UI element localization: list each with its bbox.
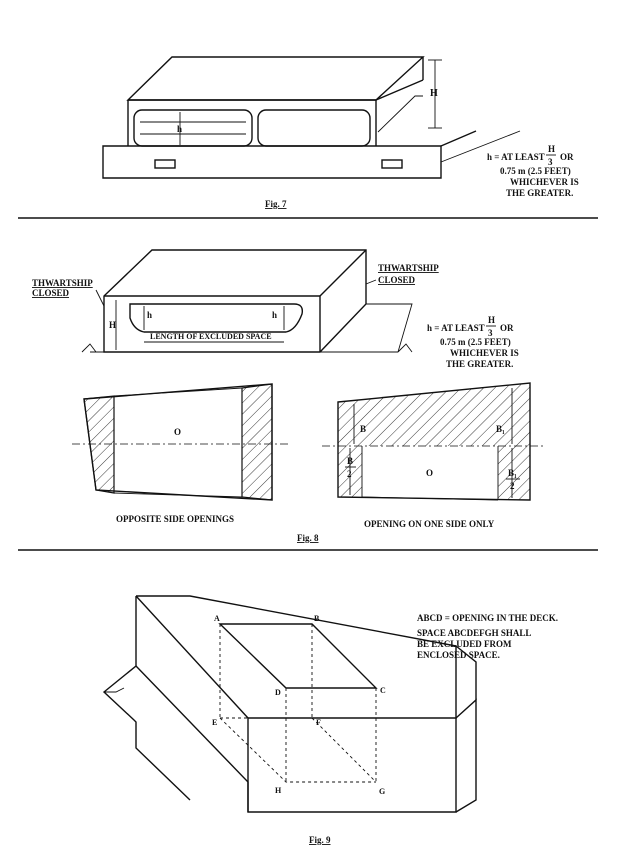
fig9-opening-ABCD: [218, 623, 378, 689]
fig8-note-line2: 0.75 m (2.5 FEET): [440, 337, 511, 347]
fig9-note-line4: ENCLOSED SPACE.: [417, 650, 500, 660]
fig8-right-hatch-right: [498, 446, 530, 500]
fig9-pt-B: B: [314, 614, 320, 623]
fig8-left-plan-outline: [83, 383, 273, 501]
fig8-note-line1-end: OR: [500, 323, 514, 333]
fig9-caption: Fig. 9: [309, 835, 331, 845]
fig8-note-frac-den: 3: [488, 328, 493, 338]
fig9-note-line1: ABCD = OPENING IN THE DECK.: [417, 613, 558, 623]
fig9-note-line2: SPACE ABCDEFGH SHALL: [417, 628, 531, 638]
fig8-left-plan: [72, 383, 288, 501]
fig8-H-label: H: [109, 320, 116, 330]
fig8-deck: [90, 303, 413, 353]
fig7-deck: [102, 145, 442, 179]
fig7-note-line3: WHICHEVER IS: [510, 177, 579, 187]
fig7-side-opening: [377, 95, 423, 133]
fig7-note-line1-end: OR: [560, 152, 574, 162]
fig8-h-left-label: h: [147, 310, 152, 320]
fig7-scupper-right: [381, 159, 403, 169]
fig7-scupper-left: [154, 159, 176, 169]
fig8-left-hatch-left: [83, 395, 115, 494]
fig8-thwart-right-1: THWARTSHIP: [378, 263, 439, 273]
fig9-pt-F: F: [316, 718, 321, 727]
fig7-h-label: h: [177, 124, 182, 134]
fig7-drawing: [102, 56, 521, 179]
fig9-front-face: [247, 718, 457, 813]
fig9-left-wall: [102, 596, 191, 801]
fig8-left-O: O: [174, 427, 181, 437]
fig9-drawing: [102, 595, 477, 813]
fig8-right-frac-B-den: 2: [347, 469, 352, 479]
fig7-H-label: H: [430, 88, 438, 99]
fig8-thwart-right-2: CLOSED: [378, 275, 416, 285]
fig9-right-face: [455, 698, 477, 813]
fig8-right-caption: OPENING ON ONE SIDE ONLY: [364, 519, 495, 529]
fig7-caption: Fig. 7: [265, 199, 287, 209]
fig7-note-line4: THE GREATER.: [506, 188, 573, 198]
fig8-left-hatch-right: [241, 383, 273, 501]
fig9-deck-top: [136, 595, 457, 719]
fig7-roof-top: [126, 56, 425, 101]
fig7-note-frac-den: 3: [548, 157, 553, 167]
fig9-pt-G: G: [379, 787, 385, 796]
fig8-elevation: [81, 249, 413, 353]
fig8-note-frac-num: H: [488, 315, 495, 325]
fig8-note-line1: h = AT LEAST: [427, 323, 485, 333]
fig7-deck-edge: [440, 130, 477, 147]
fig8-right-frac-B-num: B: [347, 456, 353, 466]
fig9-dashed-verticals: [219, 624, 377, 782]
fig8-thwart-left-1: THWARTSHIP: [32, 278, 93, 288]
fig8-right-frac-B1-den: 2: [510, 481, 515, 491]
fig8-right-O: O: [426, 468, 433, 478]
fig9-pt-C: C: [380, 686, 386, 695]
fig8-note-line4: THE GREATER.: [446, 359, 513, 369]
fig8-right-hatch-top: [338, 383, 530, 446]
fig8-h-right-label: h: [272, 310, 277, 320]
fig7-opening-left: [133, 109, 253, 147]
fig8-right-B1: B₁: [496, 424, 505, 434]
fig7-roof-side: [375, 79, 424, 101]
fig7-opening-right: [257, 109, 371, 147]
fig9-pt-A: A: [214, 614, 220, 623]
fig7-note-line2: 0.75 m (2.5 FEET): [500, 166, 571, 176]
fig8-caption: Fig. 8: [297, 533, 319, 543]
fig8-note-line3: WHICHEVER IS: [450, 348, 519, 358]
fig8-right-frac-B1-num: B₁: [508, 468, 517, 478]
fig8-thwart-left-2: CLOSED: [32, 288, 70, 298]
fig7-note-line1: h = AT LEAST: [487, 152, 545, 162]
fig8-excluded-label: LENGTH OF EXCLUDED SPACE: [150, 332, 272, 341]
fig9-note-line3: BE EXCLUDED FROM: [417, 639, 512, 649]
fig9-pt-D: D: [275, 688, 281, 697]
fig8-right-B: B: [360, 424, 366, 434]
fig9-pt-E: E: [212, 718, 217, 727]
fig7-deck-extension: [440, 130, 521, 163]
fig8-right-plan: [322, 382, 544, 501]
fig8-left-caption: OPPOSITE SIDE OPENINGS: [116, 514, 234, 524]
fig9-pt-H: H: [275, 786, 282, 795]
fig7-note-frac-num: H: [548, 144, 555, 154]
fig9-dashed-bottom: [219, 717, 377, 783]
fig8-opening: [129, 303, 304, 333]
fig8-right-plan-outline: [337, 382, 531, 501]
